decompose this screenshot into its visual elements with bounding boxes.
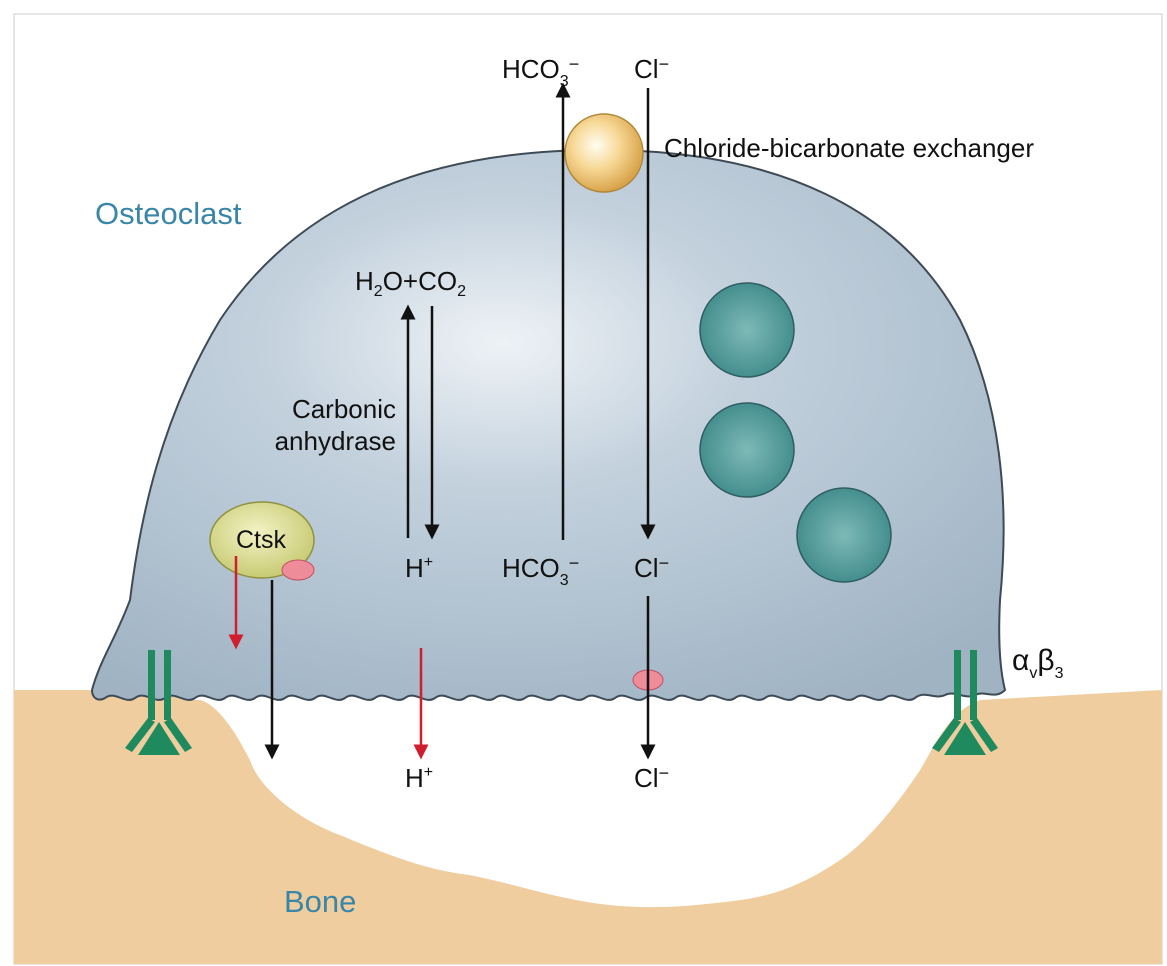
label-cl-bone: Cl− xyxy=(634,763,669,793)
label-osteoclast: Osteoclast xyxy=(95,196,242,231)
label-cl-cell: Cl− xyxy=(634,553,669,583)
vesicle-1 xyxy=(699,282,795,378)
label-exchanger: Chloride-bicarbonate exchanger xyxy=(664,133,1034,163)
label-h-plus-bone: H+ xyxy=(405,763,433,793)
integrin-right xyxy=(932,650,998,755)
label-cl-top: Cl− xyxy=(634,54,669,84)
chloride-bicarbonate-exchanger xyxy=(564,113,644,193)
osteoclast-cell xyxy=(90,148,1007,701)
resorption-lacuna xyxy=(200,700,980,908)
label-h2o-co2: H2O+CO2 xyxy=(355,266,466,300)
label-ctsk: Ctsk xyxy=(236,526,287,554)
label-anhydrase: anhydrase xyxy=(275,426,396,456)
label-carbonic: Carbonic xyxy=(292,394,396,424)
label-hco3-cell: HCO3− xyxy=(502,553,579,589)
label-integrin-alpha-v-beta-3: αvβ3 xyxy=(1012,644,1064,682)
integrin-left xyxy=(125,650,192,755)
label-h-plus-cell: H+ xyxy=(405,553,433,583)
vesicle-2 xyxy=(699,402,795,498)
label-bone: Bone xyxy=(284,884,356,919)
bone xyxy=(14,690,1162,964)
label-hco3-top: HCO3− xyxy=(502,54,579,90)
vesicle-3 xyxy=(796,487,892,583)
ctsk-pink-vesicle xyxy=(281,559,315,581)
